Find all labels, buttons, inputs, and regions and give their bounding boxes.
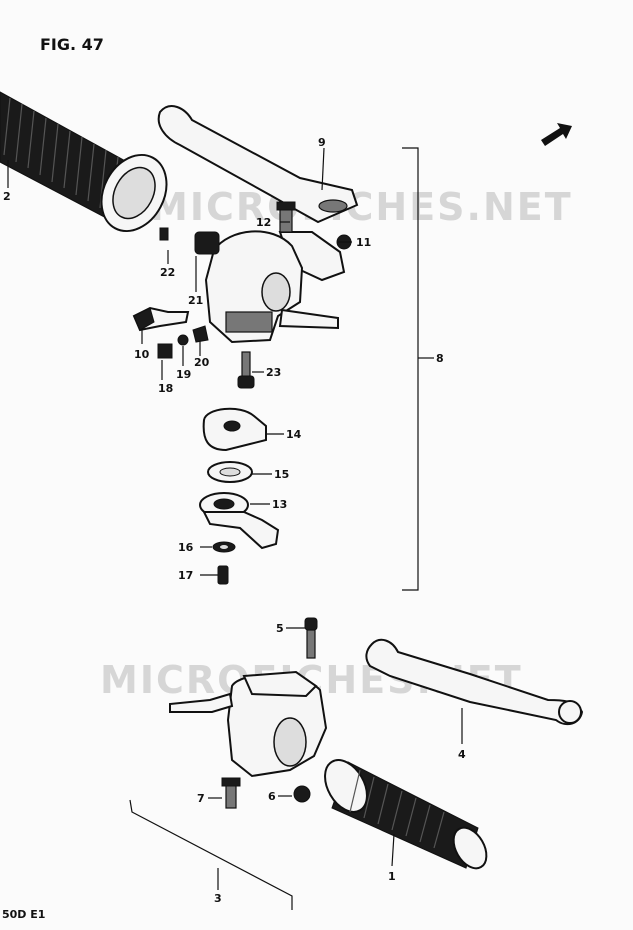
- callout-3: 3: [214, 892, 222, 905]
- washer-15: [207, 461, 253, 483]
- callout-8: 8: [436, 352, 444, 365]
- left-handlebar-grip: [0, 91, 168, 233]
- footer-model-code: 50D E1: [2, 908, 45, 921]
- screw-5: [304, 617, 318, 659]
- callout-16: 16: [178, 541, 194, 554]
- callout-23: 23: [266, 366, 281, 379]
- callout-13: 13: [272, 498, 287, 511]
- screw-23: [237, 351, 255, 389]
- callout-11: 11: [356, 236, 371, 249]
- left-switch-housing: [194, 230, 339, 344]
- callout-9: 9: [318, 136, 326, 149]
- washer-16-screw-17: [212, 541, 236, 585]
- callout-2: 2: [3, 190, 11, 203]
- throttle-grip: [324, 759, 488, 870]
- front-direction-arrow-icon: [541, 123, 572, 146]
- callout-17: 17: [178, 569, 193, 582]
- callout-19: 19: [176, 368, 191, 381]
- switch-holder-upper: [202, 407, 267, 452]
- callout-22: 22: [160, 266, 175, 279]
- small-fasteners-left: [132, 227, 209, 359]
- callout-6: 6: [268, 790, 276, 803]
- brake-lever: [365, 638, 584, 726]
- callout-4: 4: [458, 748, 466, 761]
- callout-15: 15: [274, 468, 289, 481]
- right-switch-housing: [169, 670, 328, 778]
- assembly-bracket-8: [402, 147, 419, 591]
- assembly-bracket-3: [129, 799, 293, 910]
- callout-1: 1: [388, 870, 396, 883]
- callout-7: 7: [197, 792, 205, 805]
- watermark-upper: MICROFICHES.NET: [150, 185, 573, 229]
- callout-14: 14: [286, 428, 302, 441]
- callout-labels: 2 9 12 11 22 21 10 18 19 20 23 14 15 13 …: [3, 136, 466, 905]
- callout-12: 12: [256, 216, 271, 229]
- figure-title: FIG. 47: [40, 35, 104, 54]
- screw-7-nut-6: [221, 777, 311, 809]
- clutch-lever: [157, 105, 359, 224]
- switch-holder-lower: [199, 492, 280, 550]
- callout-10: 10: [134, 348, 150, 361]
- callout-20: 20: [194, 356, 210, 369]
- leader-lines: [7, 147, 463, 890]
- callout-18: 18: [158, 382, 173, 395]
- callout-5: 5: [276, 622, 284, 635]
- callout-21: 21: [188, 294, 203, 307]
